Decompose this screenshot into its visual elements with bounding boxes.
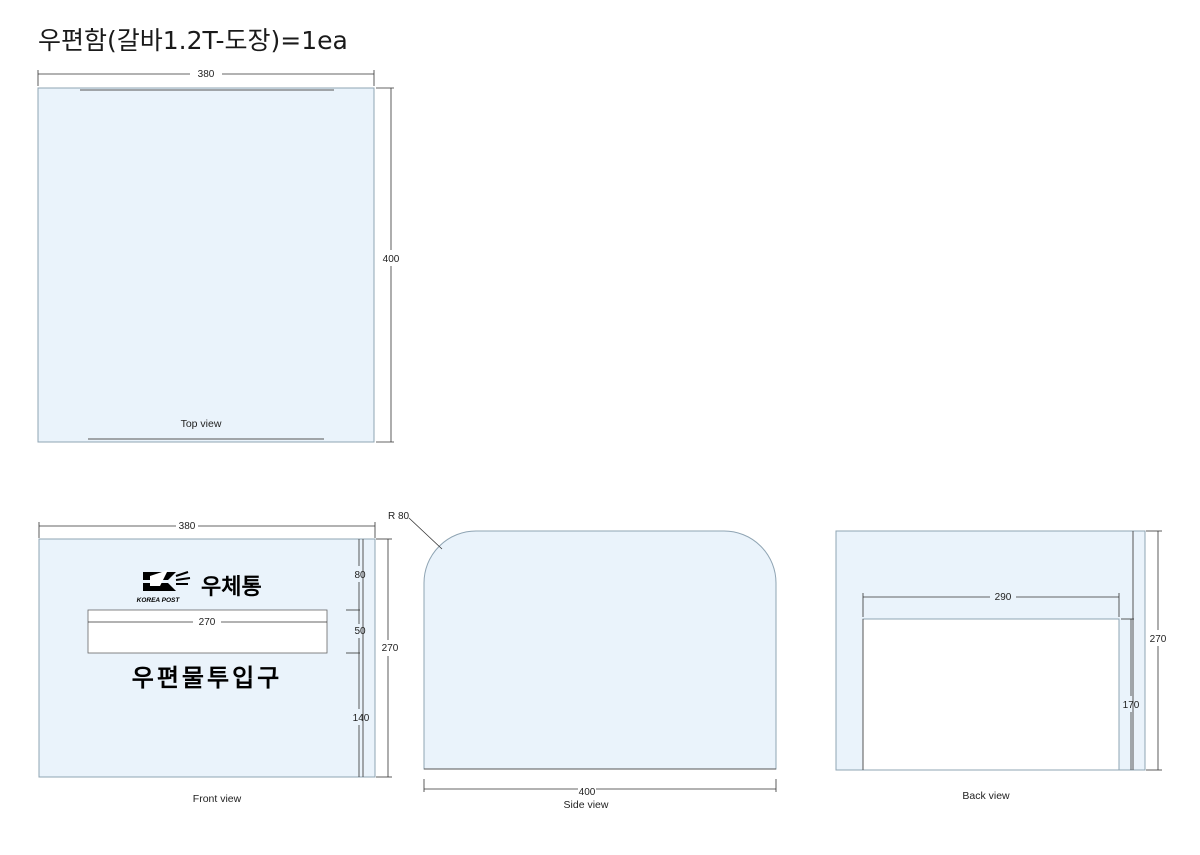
korea-post-emblem-icon (143, 570, 191, 591)
top-height-label: 400 (383, 254, 400, 265)
korea-post-logo-text: 우체통 (201, 575, 262, 600)
slot-width-label: 270 (199, 617, 216, 628)
front-seg-bottom-label: 140 (353, 713, 370, 724)
korea-post-logo: KOREA POST 우체통 (137, 570, 262, 604)
side-width-label: 400 (579, 787, 596, 798)
back-open-height-label: 170 (1123, 700, 1140, 711)
top-view-caption: Top view (181, 418, 222, 430)
side-view-caption: Side view (564, 799, 609, 811)
back-view-caption: Back view (962, 790, 1010, 802)
korea-post-subtext: KOREA POST (137, 597, 181, 604)
side-view-panel (423, 530, 777, 770)
front-seg-mid-label: 50 (354, 626, 366, 637)
front-height-label: 270 (382, 643, 399, 654)
front-view-caption: Front view (193, 793, 242, 805)
top-view: 380 400 Top view (37, 69, 400, 443)
front-width-label: 380 (179, 521, 196, 532)
top-view-panel (37, 87, 375, 443)
back-view: 290 170 270 Back view (835, 530, 1167, 802)
back-height-label: 270 (1150, 634, 1167, 645)
slot-caption-text: 우편물투입구 (132, 664, 282, 692)
front-seg-top-label: 80 (354, 570, 366, 581)
mail-slot (87, 609, 328, 654)
front-view-panel (38, 538, 376, 778)
drawing-title: 우편함(갈바1.2T-도장)=1ea (38, 26, 348, 55)
radius-leader-line (408, 517, 443, 550)
back-open-width-label: 290 (995, 592, 1012, 603)
radius-label: R 80 (388, 511, 410, 522)
front-view: 380 KOREA POST 우체통 270 우편물투입구 80 (38, 521, 399, 805)
back-view-opening (862, 618, 1120, 771)
top-width-label: 380 (198, 69, 215, 80)
side-view: R 80 400 Side view (388, 511, 777, 811)
